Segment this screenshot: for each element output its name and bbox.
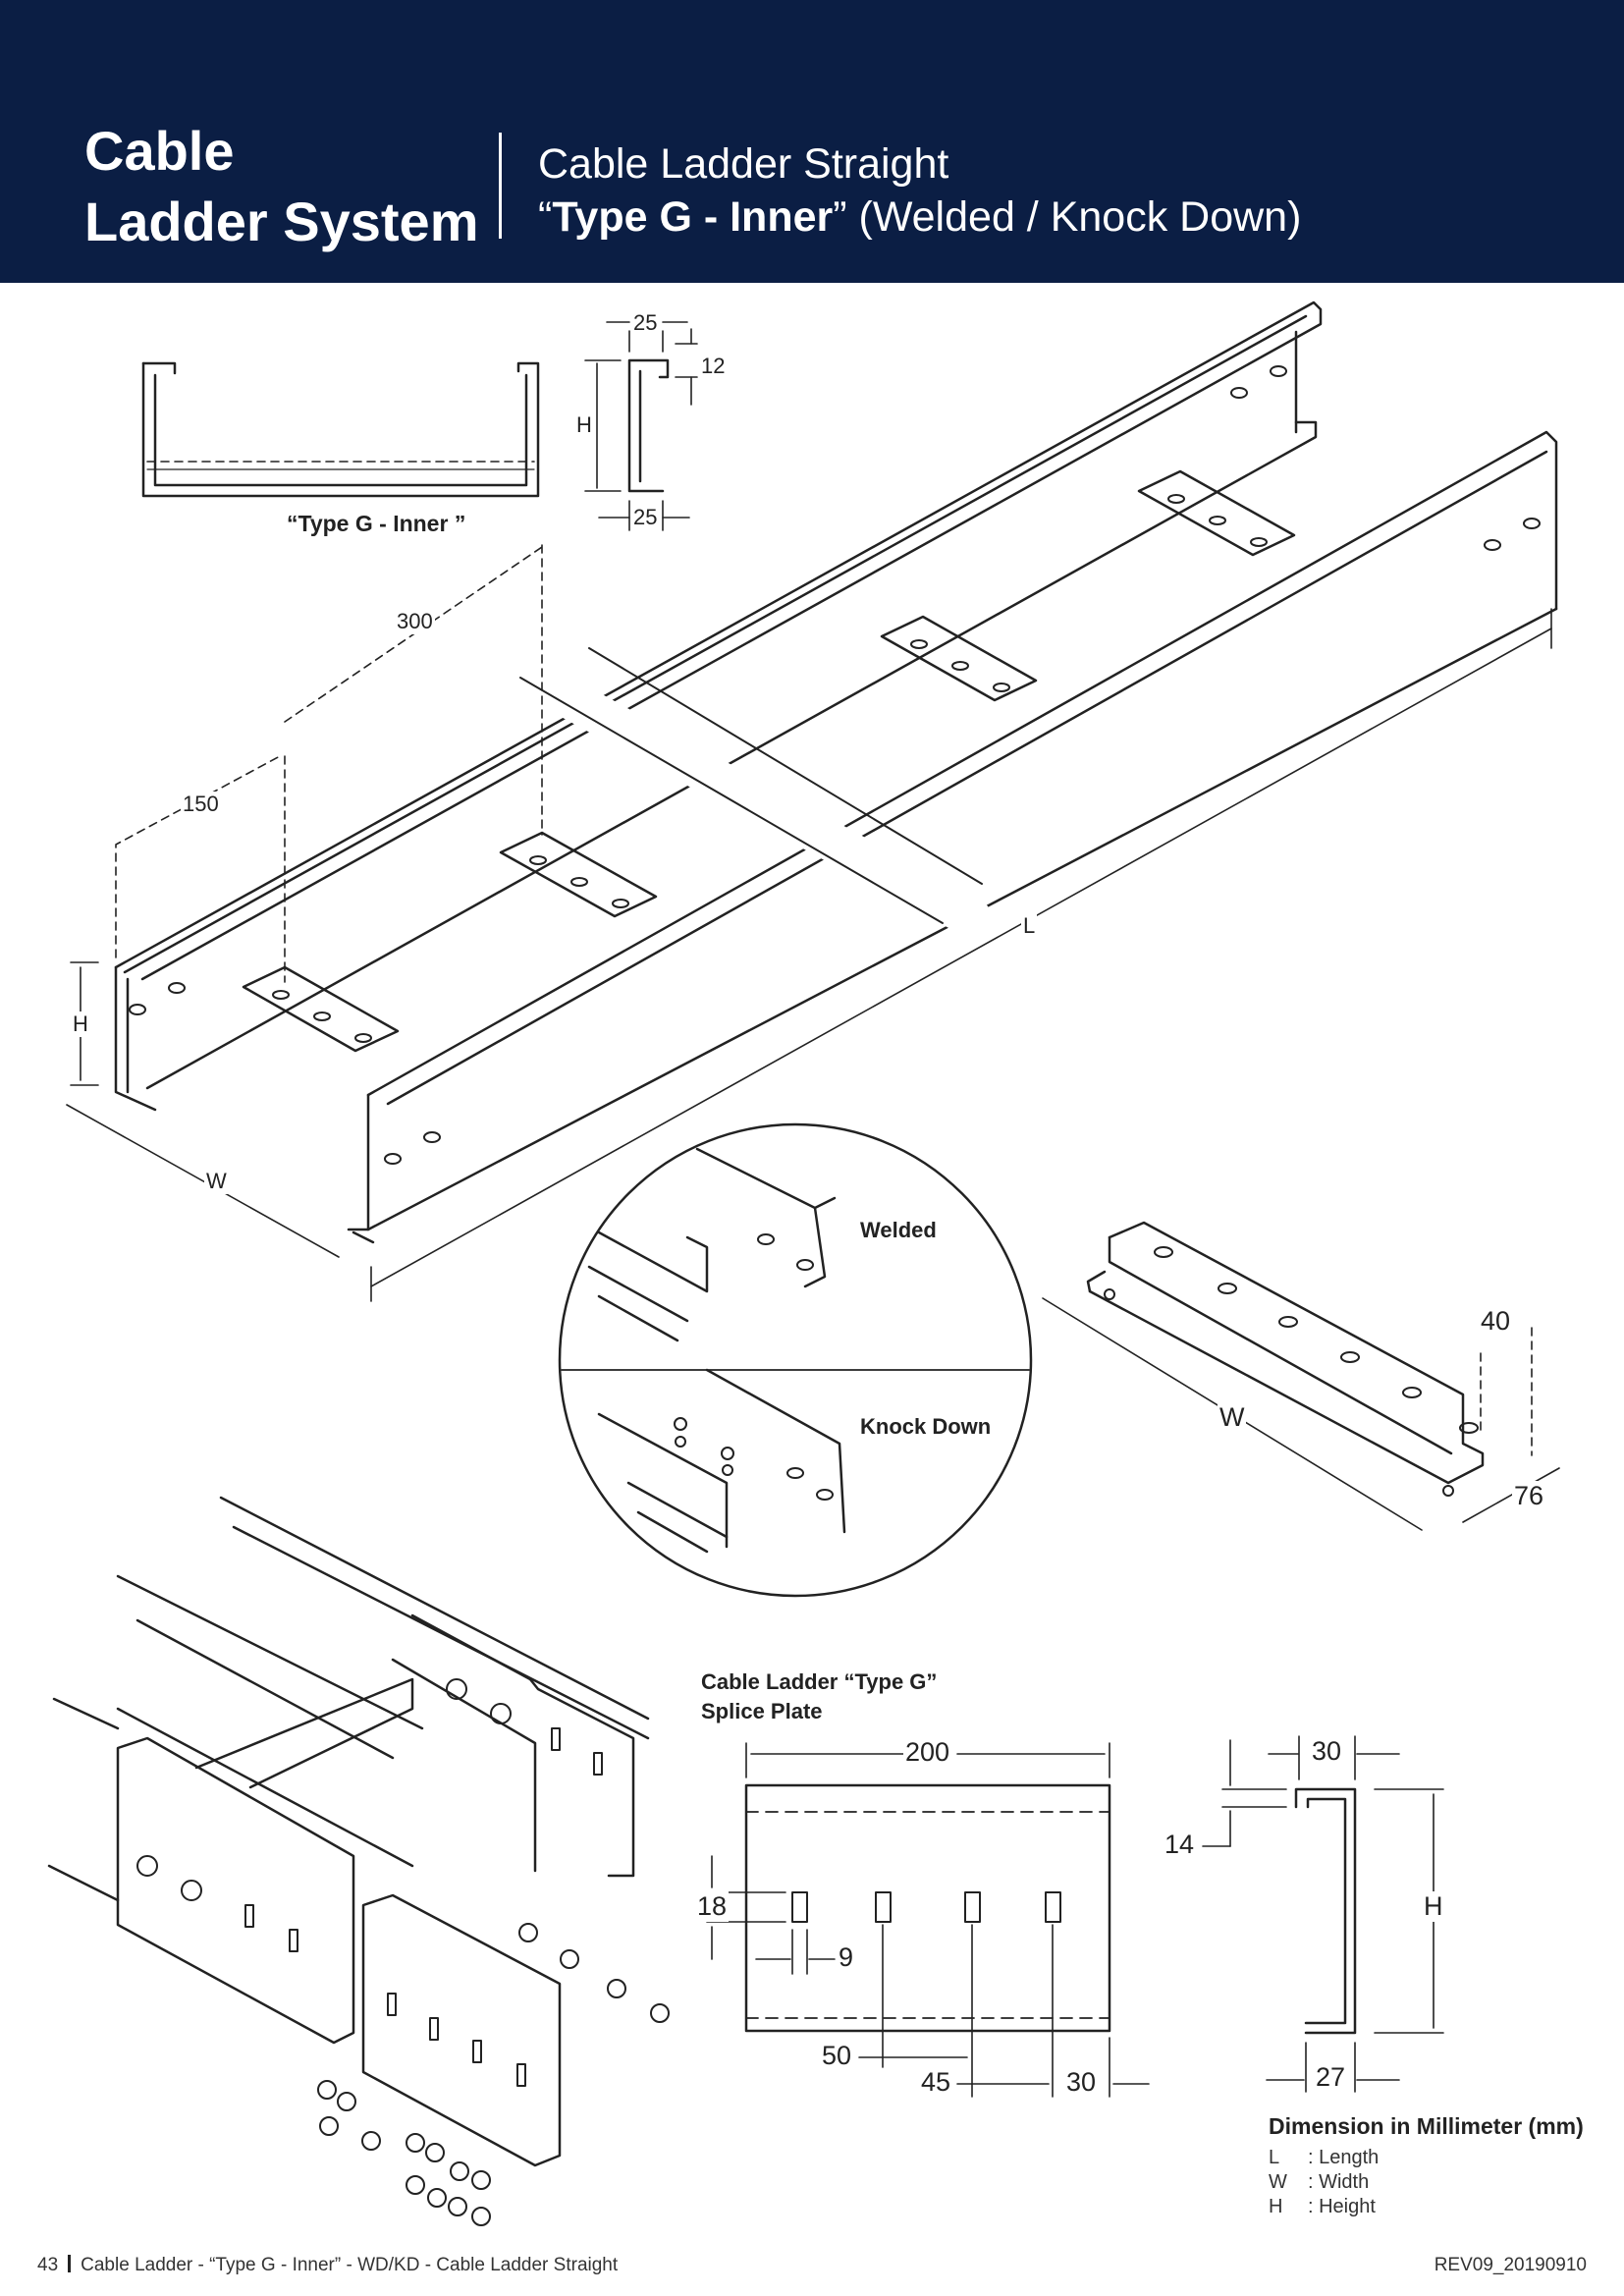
dimension-legend: Dimension in Millimeter (mm) L: Length W…	[1269, 2113, 1584, 2219]
knock-down-label: Knock Down	[860, 1414, 992, 1439]
dim-splice-top: 30	[1310, 1736, 1344, 1767]
brand-title: Cable Ladder System	[84, 116, 479, 257]
product-title: Cable Ladder Straight “Type G - Inner” (…	[538, 137, 1301, 244]
splice-plate-title-2: Splice Plate	[701, 1699, 823, 1723]
dim-rung-offset-150: 150	[181, 792, 221, 817]
footer-text: Cable Ladder - “Type G - Inner” - WD/KD …	[81, 2255, 619, 2275]
brand-line-1: Cable	[84, 120, 235, 182]
dim-first-offset: 50	[820, 2041, 854, 2071]
dim-lip: 12	[699, 354, 728, 379]
header-banner: Cable Ladder System Cable Ladder Straigh…	[0, 0, 1624, 283]
dim-top-flange: 25	[631, 310, 660, 336]
ladder-isometric-drawing	[66, 301, 1558, 1302]
dim-ladder-length: L	[1021, 913, 1038, 939]
section-profile-drawing	[141, 361, 540, 498]
product-variant: (Welded / Knock Down)	[858, 193, 1302, 241]
legend-title: Dimension in Millimeter (mm)	[1269, 2113, 1584, 2139]
welded-label: Welded	[860, 1218, 937, 1242]
dim-ladder-height: H	[71, 1011, 90, 1037]
dim-splice-bottom: 27	[1314, 2062, 1348, 2093]
dim-slot-height: 18	[695, 1891, 730, 1922]
dim-section-height: H	[574, 412, 594, 438]
splice-section-profile	[1202, 1735, 1444, 2093]
product-type: Type G - Inner	[552, 193, 834, 241]
dim-slot-width: 9	[837, 1942, 856, 1973]
revision-code: REV09_20190910	[1434, 2255, 1587, 2275]
dim-rung-40: 40	[1479, 1306, 1513, 1337]
header-divider	[499, 133, 502, 239]
product-title-line-2: “Type G - Inner” (Welded / Knock Down)	[538, 193, 1302, 241]
dim-rung-width: W	[1218, 1402, 1247, 1433]
rung-drawing	[1042, 1221, 1560, 1531]
legend-item: H: Height	[1269, 2196, 1376, 2217]
splice-plate-elevation	[706, 1742, 1150, 2098]
legend-item: L: Length	[1269, 2147, 1380, 2168]
product-title-line-1: Cable Ladder Straight	[538, 140, 949, 188]
dim-rung-76: 76	[1512, 1481, 1546, 1511]
footer-separator	[68, 2255, 72, 2272]
section-type-label: “Type G - Inner ”	[287, 511, 466, 536]
footer: 43 Cable Ladder - “Type G - Inner” - WD/K…	[37, 2255, 618, 2276]
splice-plate-title-1: Cable Ladder “Type G”	[701, 1669, 938, 1694]
channel-profile-drawing	[584, 321, 698, 531]
legend-item: W: Width	[1269, 2171, 1370, 2193]
dim-splice-length: 200	[903, 1737, 952, 1768]
dim-bottom-flange: 25	[631, 505, 660, 530]
page-number: 43	[37, 2255, 59, 2275]
dim-splice-height: H	[1422, 1891, 1445, 1922]
dim-ladder-width: W	[204, 1169, 229, 1194]
detail-circle-drawing	[558, 1122, 1033, 1598]
splice-exploded-drawing	[47, 1496, 670, 2226]
dim-end-offset: 30	[1064, 2067, 1099, 2098]
dim-slot-pitch: 45	[919, 2067, 953, 2098]
dim-rung-spacing-300: 300	[395, 609, 435, 634]
brand-line-2: Ladder System	[84, 191, 479, 252]
dim-splice-lip: 14	[1163, 1830, 1197, 1860]
